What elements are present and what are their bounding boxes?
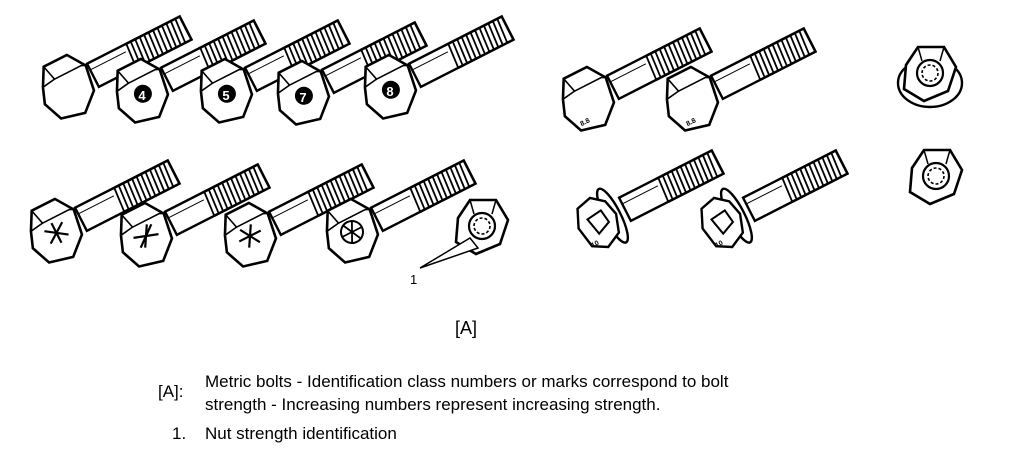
- bolt-mark-4: 4: [138, 88, 146, 103]
- bolt-class-8: [350, 15, 515, 129]
- bolt-marked-head-3: [210, 163, 375, 277]
- flange-nut: [896, 45, 964, 109]
- bolt-marked-head-1: [16, 159, 181, 273]
- bolt-class-8-8-b: [652, 27, 817, 141]
- bolt-mark-8-8-a: 8.8: [579, 117, 591, 128]
- bolt-torx-class-10-a: [576, 149, 725, 249]
- bolt-mark-10-a: 10: [590, 240, 600, 250]
- bolt-torx-class-10-b: [700, 149, 849, 249]
- bolt-mark-10-b: 10: [714, 240, 724, 250]
- bolt-mark-7: 7: [299, 90, 306, 105]
- bolt-marked-head-4: [312, 159, 477, 273]
- hex-nut: [908, 148, 964, 206]
- bolt-marked-head-2: [106, 163, 271, 277]
- bolt-class-5: [186, 19, 351, 133]
- callout-pointer: [419, 237, 480, 269]
- bolt-class-7: [263, 21, 428, 135]
- legend-key: [A]:: [158, 382, 184, 401]
- bolt-mark-5: 5: [222, 88, 229, 103]
- legend-text-line-1: Metric bolts - Identification class numb…: [205, 372, 729, 391]
- item-number: 1.: [172, 424, 187, 443]
- figure-label: [A]: [455, 318, 478, 338]
- callout-number: 1: [410, 272, 417, 287]
- bolt-mark-8: 8: [386, 84, 393, 99]
- item-text: Nut strength identification: [205, 424, 397, 443]
- legend-text-line-2: strength - Increasing numbers represent …: [205, 395, 661, 414]
- bolt-class-4: [102, 19, 267, 133]
- bolt-mark-8-8-b: 8.8: [685, 117, 697, 128]
